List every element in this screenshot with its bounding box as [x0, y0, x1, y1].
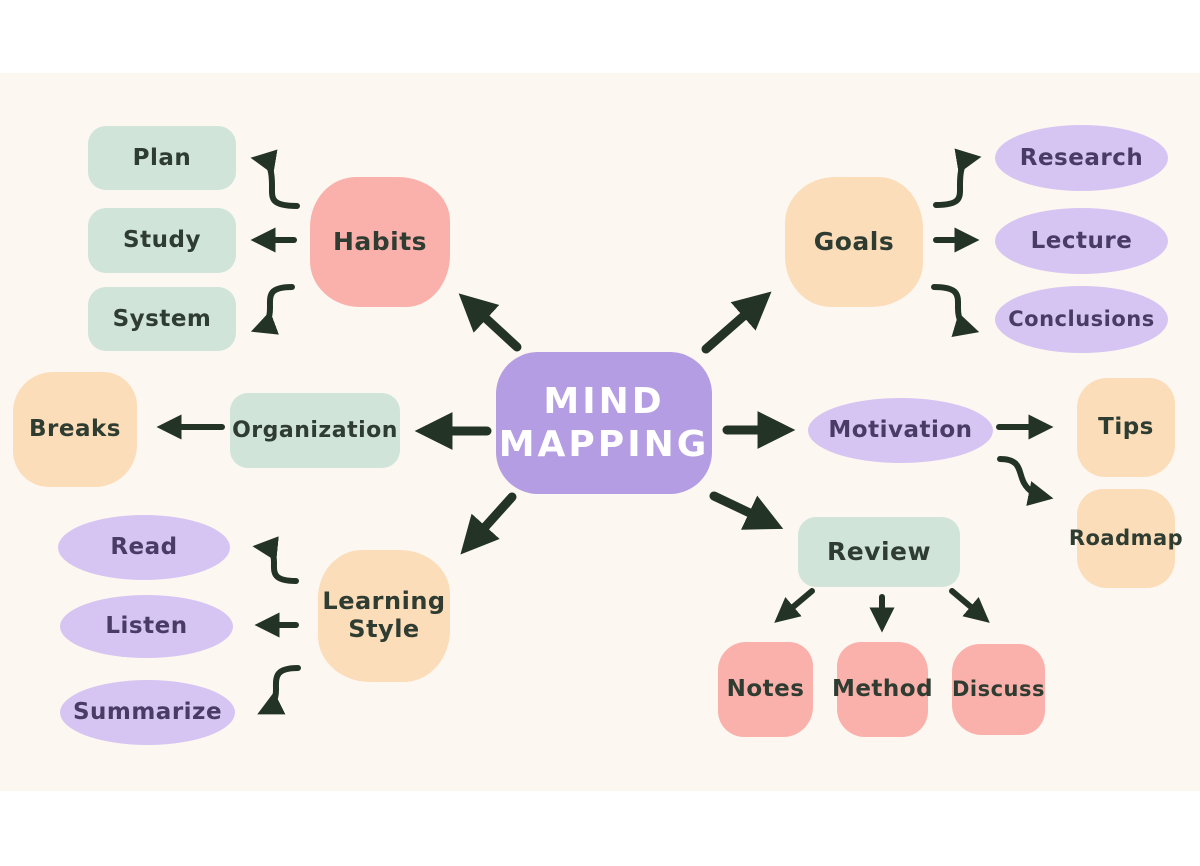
node-lecture: Lecture — [995, 208, 1168, 274]
node-learning-style-label: Learning Style — [322, 587, 446, 643]
arrow-review-discuss — [949, 588, 990, 623]
node-method-label: Method — [831, 676, 934, 703]
arrow-habits-system — [250, 284, 295, 335]
node-roadmap-label: Roadmap — [1068, 526, 1184, 551]
arrow-center-habits — [458, 293, 522, 352]
node-breaks: Breaks — [13, 372, 137, 487]
node-system: System — [88, 287, 236, 351]
node-system-label: System — [112, 305, 212, 332]
node-organization-label: Organization — [232, 417, 398, 443]
node-goals-label: Goals — [813, 226, 895, 256]
node-discuss-label: Discuss — [951, 677, 1046, 702]
node-habits-label: Habits — [332, 226, 428, 256]
arrow-motivation-roadmap — [997, 456, 1054, 506]
arrow-learning-summarize — [257, 665, 301, 715]
node-summarize-label: Summarize — [72, 699, 223, 726]
node-research: Research — [995, 125, 1168, 191]
node-motivation: Motivation — [808, 398, 993, 463]
arrow-review-notes — [774, 588, 815, 623]
node-read: Read — [58, 515, 230, 580]
center-title-line2: MAPPING — [498, 424, 710, 465]
node-research-label: Research — [1019, 144, 1144, 171]
arrow-center-goals — [701, 291, 772, 354]
node-read-label: Read — [110, 534, 178, 561]
node-lecture-label: Lecture — [1030, 227, 1133, 254]
node-discuss: Discuss — [952, 644, 1045, 735]
node-notes: Notes — [718, 642, 813, 737]
arrow-goals-research — [933, 148, 982, 208]
node-listen-label: Listen — [105, 613, 188, 640]
arrow-learning-read — [252, 536, 299, 584]
node-habits: Habits — [310, 177, 450, 307]
node-conclusions: Conclusions — [995, 286, 1168, 353]
node-organization: Organization — [230, 393, 400, 468]
node-listen: Listen — [60, 595, 233, 658]
arrow-habits-plan — [250, 149, 300, 209]
node-plan-label: Plan — [132, 144, 192, 171]
node-summarize: Summarize — [60, 680, 235, 745]
node-roadmap: Roadmap — [1069, 489, 1183, 588]
arrow-center-learning-style — [460, 492, 517, 555]
node-review: Review — [798, 517, 960, 587]
node-method: Method — [832, 642, 933, 737]
node-conclusions-label: Conclusions — [1008, 307, 1155, 332]
node-tips: Tips — [1077, 378, 1175, 477]
node-review-label: Review — [826, 536, 932, 566]
node-plan: Plan — [88, 126, 236, 190]
arrow-goals-conclusions — [931, 284, 980, 337]
node-breaks-label: Breaks — [29, 416, 121, 443]
node-goals: Goals — [785, 177, 923, 307]
node-tips-label: Tips — [1098, 414, 1154, 441]
center-title-line1: MIND — [543, 380, 665, 422]
node-learning-style: Learning Style — [318, 550, 450, 682]
node-motivation-label: Motivation — [828, 417, 973, 444]
arrow-center-review — [709, 491, 784, 530]
node-study: Study — [88, 208, 236, 273]
node-study-label: Study — [123, 227, 201, 254]
node-notes-label: Notes — [726, 676, 805, 703]
node-mind-mapping: MIND MAPPING — [496, 352, 712, 494]
